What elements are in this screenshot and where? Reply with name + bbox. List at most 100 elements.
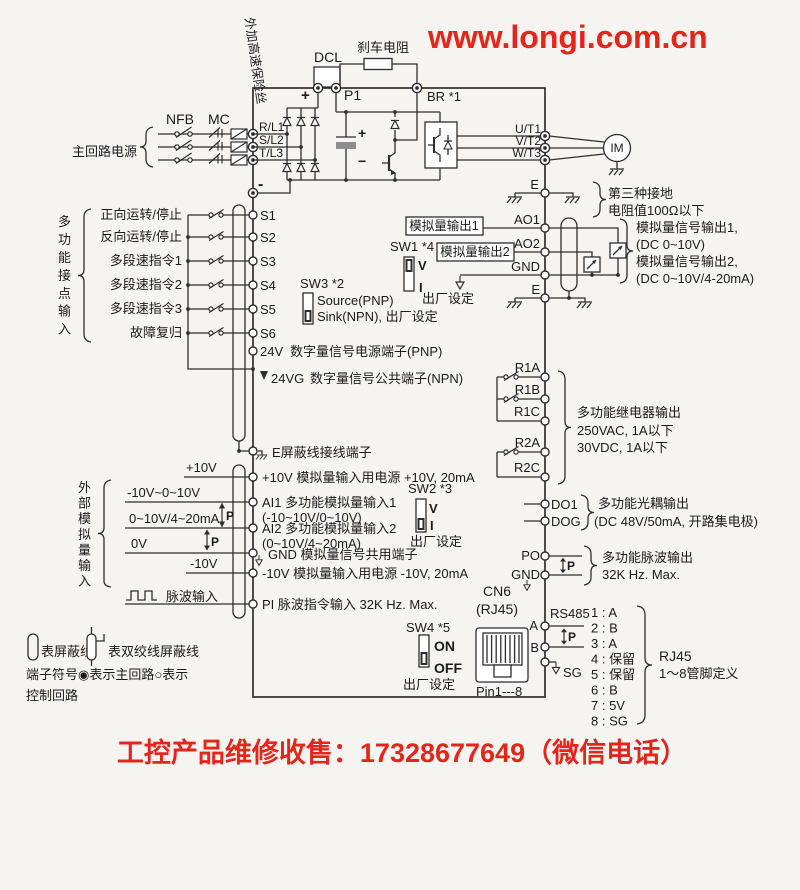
terminal-u-t1 bbox=[539, 130, 551, 142]
di-label-6: 故障复归 bbox=[130, 325, 182, 340]
terminal-minus bbox=[247, 187, 259, 199]
pin-2: 2 : B bbox=[591, 621, 618, 636]
sg-label: SG bbox=[563, 665, 582, 680]
capacitor-plate bbox=[336, 142, 356, 149]
sw4-body bbox=[418, 634, 430, 668]
terminal-rs485-a bbox=[540, 621, 550, 631]
pulse-note-2: 32K Hz. Max. bbox=[602, 567, 680, 582]
pin-6: 6 : B bbox=[591, 683, 618, 698]
pin-1: 1 : A bbox=[591, 605, 617, 620]
analog-output-section: 模拟量输出1 模拟量输出2 AO1 AO2 GND E 模拟量信号输出1, (D… bbox=[405, 212, 754, 309]
p-label-ai1: P bbox=[226, 509, 234, 523]
ai2-range: (0~10V/4~20mA) bbox=[262, 536, 361, 551]
terminal-r1a bbox=[540, 372, 550, 382]
sw1-i: I bbox=[419, 280, 423, 295]
w-t3-label: W/T3 bbox=[512, 146, 541, 160]
sw3-handle bbox=[304, 310, 312, 322]
pulse-note-1: 多功能脉波输出 bbox=[602, 550, 693, 565]
terminal-dog bbox=[540, 516, 550, 526]
sw2-factory: 出厂设定 bbox=[410, 534, 462, 549]
switch-sw3: SW3 *2 Source(PNP) Sink(NPN), 出厂设定 bbox=[300, 276, 438, 325]
terminal-ao1 bbox=[540, 223, 550, 233]
analog-input-section: E屏蔽线接线端子 +10V -10V~0~10V 0~10V/4~20mA 0V… bbox=[78, 445, 475, 619]
terminal-br bbox=[411, 82, 423, 94]
terminal-s4 bbox=[248, 280, 258, 290]
terminal-ai2 bbox=[248, 523, 258, 533]
sw2-i: I bbox=[430, 518, 434, 533]
p-label-ai2: P bbox=[211, 535, 219, 549]
s5-label: S5 bbox=[260, 302, 276, 317]
terminal-rs485-sg bbox=[540, 657, 550, 667]
r-l1-label: R/L1 bbox=[259, 120, 285, 134]
sw2-body bbox=[415, 498, 427, 533]
ao-note-4: (DC 0~10V/4-20mA) bbox=[636, 271, 754, 286]
r2c-label: R2C bbox=[514, 460, 540, 475]
di-label-2: 反向运转/停止 bbox=[100, 229, 182, 244]
sw1-factory: 出厂设定 bbox=[422, 291, 474, 306]
cap-minus: − bbox=[358, 153, 366, 169]
u-t1-label: U/T1 bbox=[515, 122, 541, 136]
s-l2-label: S/L2 bbox=[259, 133, 284, 147]
zero-src-label: 0V bbox=[131, 536, 147, 551]
ao1-label: AO1 bbox=[514, 212, 540, 227]
relay-brace bbox=[557, 370, 572, 485]
terminal-p1 bbox=[330, 82, 342, 94]
s1-label: S1 bbox=[260, 208, 276, 223]
terminal-r2c bbox=[540, 472, 550, 482]
e1-label: E bbox=[530, 177, 539, 192]
brake-resistor-label: 刹车电阻 bbox=[357, 40, 409, 55]
s4-label: S4 bbox=[260, 278, 276, 293]
terminal-w-t3 bbox=[539, 154, 551, 166]
p1-label: P1 bbox=[344, 87, 361, 103]
shield-capsule-analog bbox=[232, 464, 246, 619]
di-label-4: 多段速指令2 bbox=[110, 277, 182, 292]
sw3-body bbox=[302, 292, 314, 325]
pulse-waveform-icon bbox=[126, 590, 157, 601]
terminal-s6 bbox=[248, 328, 258, 338]
terminal-do1 bbox=[540, 499, 550, 509]
brake-resistor-symbol bbox=[363, 57, 393, 71]
s3-label: S3 bbox=[260, 254, 276, 269]
terminal-r1c bbox=[540, 416, 550, 426]
p-label-po: P bbox=[567, 559, 575, 573]
mc-label: MC bbox=[208, 111, 230, 127]
ground-note-2: 电阻值100Ω以下 bbox=[608, 203, 704, 218]
rj45-note-2: 1～8管脚定义 bbox=[659, 666, 738, 681]
ao-brace bbox=[619, 218, 634, 284]
24v-note: 数字量信号电源端子(PNP) bbox=[290, 344, 442, 359]
terminal-minus10v bbox=[248, 568, 258, 578]
power-brace bbox=[139, 126, 154, 168]
24vg-note: 数字量信号公共端子(NPN) bbox=[310, 371, 463, 386]
terminal-po-gnd bbox=[540, 570, 550, 580]
sw1-handle bbox=[405, 259, 413, 272]
sw3-sink: Sink(NPN), 出厂设定 bbox=[317, 309, 438, 324]
plus-label: + bbox=[301, 87, 310, 104]
terminal-rs485-b bbox=[540, 642, 550, 652]
po-label: PO bbox=[521, 548, 540, 563]
terminal-v-t2 bbox=[539, 142, 551, 154]
pulse-src-label: 脉波输入 bbox=[166, 589, 218, 604]
main-power-label: 主回路电源 bbox=[72, 144, 137, 159]
dc-link-section: - DCL 刹车电阻 + P1 BR *1 + − bbox=[247, 40, 461, 199]
r1b-label: R1B bbox=[515, 382, 540, 397]
terminal-ai-gnd bbox=[248, 548, 258, 558]
opto-output-section: DO1 DOG 多功能光耦输出 (DC 48V/50mA, 开路集电极) bbox=[524, 494, 758, 531]
r1c-label: R1C bbox=[514, 404, 540, 419]
minus10v-note: -10V 模拟量输入用电源 -10V, 20mA bbox=[262, 566, 468, 581]
ai1-range: (-10~10V/0~10V) bbox=[262, 510, 362, 525]
di-group-label: 多功能接点输入 bbox=[58, 214, 71, 337]
terminal-ao-gnd bbox=[540, 270, 550, 280]
pin-4: 4 : 保留 bbox=[591, 652, 635, 667]
e1-brace bbox=[592, 181, 607, 218]
minus-label: - bbox=[258, 176, 263, 193]
cn6-label: CN6 bbox=[483, 583, 511, 599]
24v-label: 24V bbox=[260, 344, 283, 359]
terminal-24v bbox=[248, 346, 258, 356]
pulse-output-section: PO GND P 多功能脉波输出 32K Hz. Max. bbox=[511, 545, 693, 591]
do1-label: DO1 bbox=[551, 497, 578, 512]
opto-note-1: 多功能光耦输出 bbox=[598, 496, 689, 511]
di-label-3: 多段速指令1 bbox=[110, 253, 182, 268]
pi-note: PI 脉波指令输入 32K Hz. Max. bbox=[262, 597, 438, 612]
